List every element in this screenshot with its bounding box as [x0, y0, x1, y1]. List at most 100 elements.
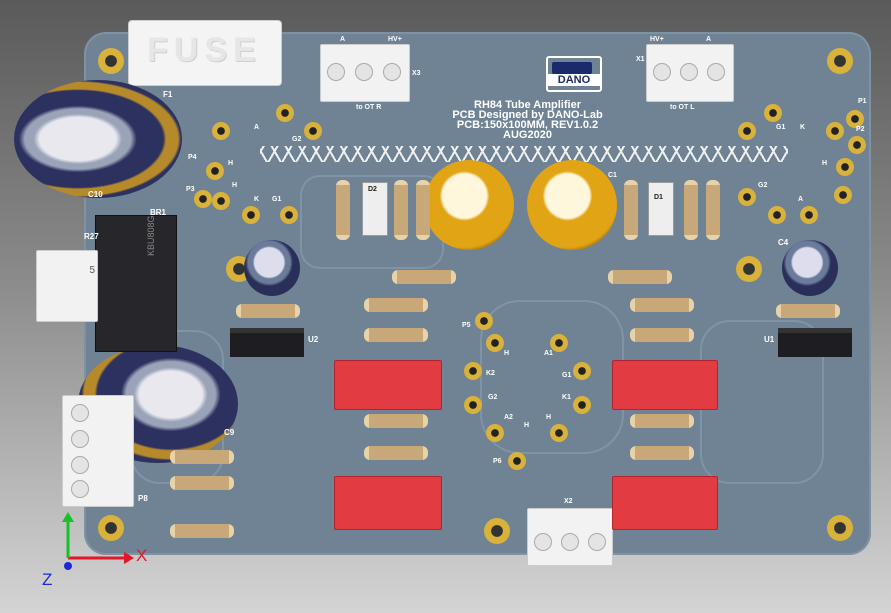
pad — [212, 122, 230, 140]
dano-logo: DANO — [546, 56, 602, 92]
pad — [836, 158, 854, 176]
label-P8: P8 — [138, 494, 148, 503]
pad — [768, 206, 786, 224]
screw-terminal — [588, 533, 606, 551]
capacitor-gold-right — [527, 160, 617, 250]
screw-terminal — [707, 63, 725, 81]
socket-pad — [508, 452, 526, 470]
screw-terminal — [71, 404, 89, 422]
capacitor-C4 — [782, 240, 838, 296]
pad — [194, 190, 212, 208]
label-C4: C4 — [778, 238, 789, 247]
label-X3-A: A — [340, 36, 346, 43]
pin-c-G1: G1 — [562, 372, 572, 379]
heater-trace — [260, 146, 788, 162]
resistor — [170, 476, 234, 490]
resistor — [684, 180, 698, 240]
socket-pad — [573, 396, 591, 414]
diode-D1 — [648, 182, 674, 236]
capacitor-C10 — [14, 80, 182, 198]
label-C9: C9 — [224, 428, 235, 437]
pad — [764, 104, 782, 122]
label-X3: X3 — [412, 70, 421, 77]
label-X3-sub: to OT R — [356, 104, 382, 111]
pin-c-A2: A2 — [504, 414, 513, 421]
pad — [826, 122, 844, 140]
label-X1: X1 — [636, 56, 645, 63]
label-BR1: BR1 — [150, 208, 167, 217]
pin-right-A: A — [798, 196, 804, 203]
regulator-U1 — [778, 328, 852, 357]
screw-terminal — [71, 430, 89, 448]
power-connector — [62, 395, 134, 507]
label-U1: U1 — [764, 335, 775, 344]
socket-pad — [464, 396, 482, 414]
screw-terminal — [71, 456, 89, 474]
resistor — [336, 180, 350, 240]
film-capacitor — [334, 360, 442, 410]
resistor — [364, 446, 428, 460]
label-P6: P6 — [493, 458, 502, 465]
pad — [800, 206, 818, 224]
label-X1-HV: HV+ — [650, 36, 664, 43]
screw-terminal — [383, 63, 401, 81]
resistor — [236, 304, 300, 318]
screw-terminal — [653, 63, 671, 81]
socket-pad — [464, 362, 482, 380]
pin-left-H1: H — [228, 160, 234, 167]
resistor — [630, 414, 694, 428]
pin-left-A: A — [254, 124, 260, 131]
screw-terminal — [680, 63, 698, 81]
pin-right-G1: G1 — [776, 124, 786, 131]
y-axis-arrow — [62, 512, 74, 522]
resistor — [630, 298, 694, 312]
label-R27: R27 — [84, 232, 99, 241]
resistor-R27: 5 — [36, 250, 98, 322]
film-capacitor — [612, 476, 718, 530]
resistor — [706, 180, 720, 240]
mounting-hole — [827, 515, 853, 541]
label-P1: P1 — [858, 98, 867, 105]
pin-right-K: K — [800, 124, 806, 131]
bridge-rectifier-BR1: KBU808G — [95, 215, 177, 352]
screw-terminal — [327, 63, 345, 81]
x-axis-label: X — [136, 546, 148, 565]
pin-c-A1: A1 — [544, 350, 553, 357]
pad — [834, 186, 852, 204]
pad — [304, 122, 322, 140]
label-C10: C10 — [88, 190, 103, 199]
pin-c-K1: K1 — [562, 394, 571, 401]
socket-pad — [550, 424, 568, 442]
resistor — [364, 414, 428, 428]
socket-pad — [486, 424, 504, 442]
pad — [848, 136, 866, 154]
resistor — [170, 524, 234, 538]
board-title: RH84 Tube Amplifier PCB Designed by DANO… — [452, 99, 603, 141]
capacitor-C2 — [244, 240, 300, 296]
label-D1: D1 — [654, 194, 663, 201]
screw-terminal — [355, 63, 373, 81]
pad — [242, 206, 260, 224]
pad — [206, 162, 224, 180]
screw-terminal — [534, 533, 552, 551]
diode-D2 — [362, 182, 388, 236]
socket-pad — [475, 312, 493, 330]
resistor — [608, 270, 672, 284]
pin-c-H1: H — [504, 350, 510, 357]
z-axis-label: Z — [42, 570, 53, 589]
pin-left-G2: G2 — [292, 136, 302, 143]
resistor — [630, 328, 694, 342]
resistor — [776, 304, 840, 318]
film-capacitor — [334, 476, 442, 530]
resistor — [630, 446, 694, 460]
pin-right-G2: G2 — [758, 182, 768, 189]
mounting-hole — [827, 48, 853, 74]
resistor — [624, 180, 638, 240]
capacitor-gold-left — [424, 160, 514, 250]
pin-c-G2: G2 — [488, 394, 498, 401]
resistor — [392, 270, 456, 284]
pin-left-G1: G1 — [272, 196, 282, 203]
label-P3: P3 — [186, 186, 195, 193]
screw-terminal — [561, 533, 579, 551]
resistor — [170, 450, 234, 464]
